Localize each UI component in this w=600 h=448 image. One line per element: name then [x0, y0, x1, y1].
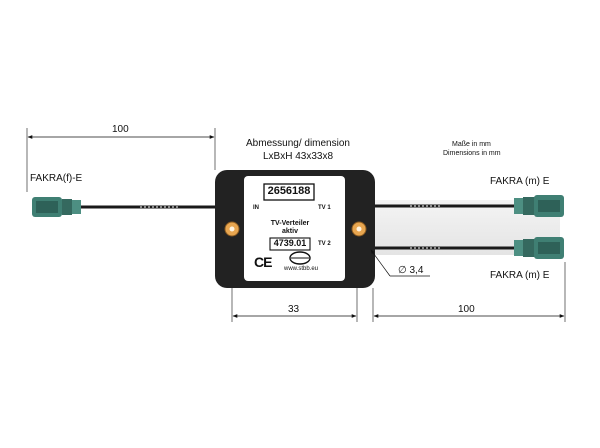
- port-tv2-label: TV 2: [318, 241, 331, 247]
- device-name: TV-Verteiler: [270, 220, 310, 227]
- output-fakra-connector-2: [514, 237, 564, 259]
- cable-diameter-value: ∅ 3,4: [398, 265, 424, 276]
- ce-mark: CE: [254, 254, 272, 270]
- input-connector-label: FAKRA(f)-E: [30, 173, 83, 184]
- dim-right-cable: [372, 262, 566, 322]
- left-cable-length: 100: [112, 124, 129, 135]
- dimension-title: Abmessung/ dimension: [246, 138, 350, 149]
- website-label: www.stbb.eu: [284, 266, 319, 272]
- article-number-box: [263, 183, 315, 201]
- dim-cable-diameter: [370, 249, 430, 277]
- model-number-box: [269, 237, 311, 251]
- device-name-sub: aktiv: [282, 228, 298, 235]
- output-fakra-connector-1: [514, 195, 564, 217]
- stbb-logo-icon: [289, 251, 311, 265]
- dim-box-width: [231, 288, 358, 322]
- output-connector-2-label: FAKRA (m) E: [490, 270, 550, 281]
- article-number: 2656188: [267, 185, 311, 197]
- mount-hole-right: [351, 221, 367, 237]
- units-label-de: Maße in mm: [452, 141, 491, 148]
- mount-hole-left: [224, 221, 240, 237]
- output-cable-shadow: [372, 200, 560, 255]
- input-fakra-connector: [32, 197, 81, 217]
- right-cable-length: 100: [458, 304, 475, 315]
- dimension-size: LxBxH 43x33x8: [262, 151, 334, 162]
- port-in-label: IN: [253, 205, 259, 211]
- port-tv1-label: TV 1: [318, 205, 331, 211]
- units-label-en: Dimensions in mm: [443, 150, 501, 157]
- box-width-value: 33: [288, 304, 300, 315]
- model-number: 4739.01: [273, 238, 307, 248]
- label-panel: [244, 176, 345, 281]
- output-connector-1-label: FAKRA (m) E: [490, 176, 550, 187]
- dim-left-cable: [26, 128, 216, 192]
